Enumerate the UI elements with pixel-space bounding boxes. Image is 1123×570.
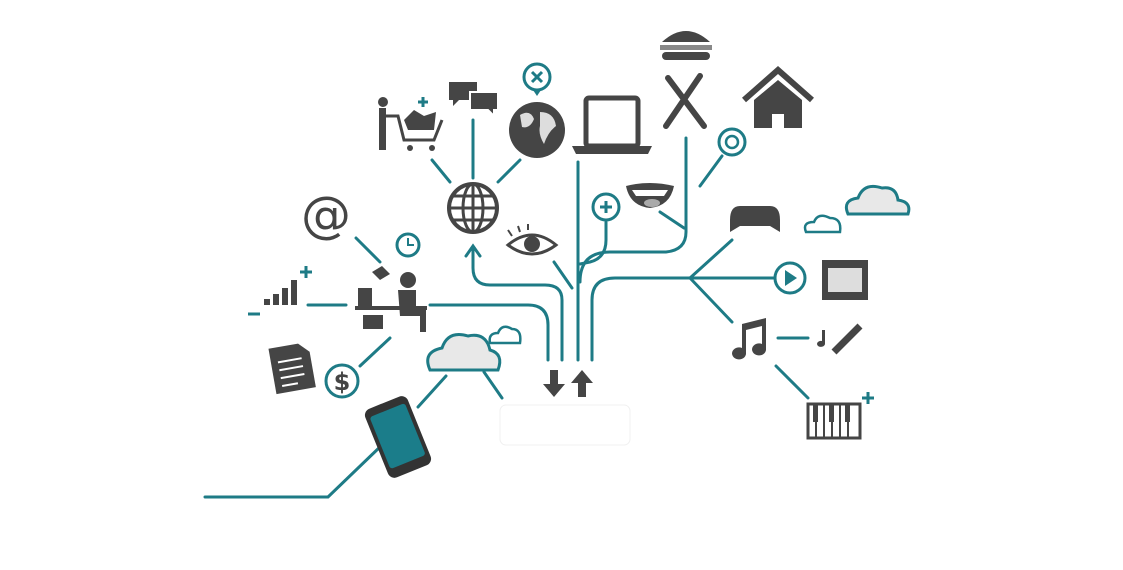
play-icon[interactable] [773,261,807,295]
music-note-icon [732,318,766,360]
note-pencil-icon [817,323,863,355]
email-at-icon: @ [301,186,351,244]
burger-icon [660,31,712,60]
laptop-icon[interactable] [572,95,652,154]
upload-arrow-icon [571,370,593,397]
svg-text:$: $ [334,368,351,396]
chat-bubbles-icon [449,82,499,119]
world-globe-icon [509,102,565,158]
svg-text:@: @ [301,186,351,244]
connection-lines [203,118,810,499]
mouth-icon [626,183,674,208]
piano-icon [806,392,874,440]
shopping-cart-icon [378,97,444,151]
film-icon [822,260,868,300]
globe-grid-icon[interactable] [447,182,499,234]
gamepad-icon [730,206,780,232]
close-pin-icon[interactable] [522,62,552,96]
dollar-icon[interactable]: $ [324,363,360,399]
hub-box [499,404,631,446]
fork-knife-icon [663,73,707,129]
cloud-icon [426,325,522,372]
signal-bars-icon [248,266,312,316]
person-at-desk-icon [355,266,427,332]
smartphone-icon[interactable] [363,394,433,480]
cloud-icon-right [803,184,911,234]
house-icon [742,65,814,128]
eye-icon [505,224,559,256]
plus-circle-icon[interactable] [591,192,621,222]
clock-icon [395,232,421,258]
target-icon[interactable] [717,127,747,157]
document-icon [268,343,316,395]
download-arrow-icon [543,370,565,397]
